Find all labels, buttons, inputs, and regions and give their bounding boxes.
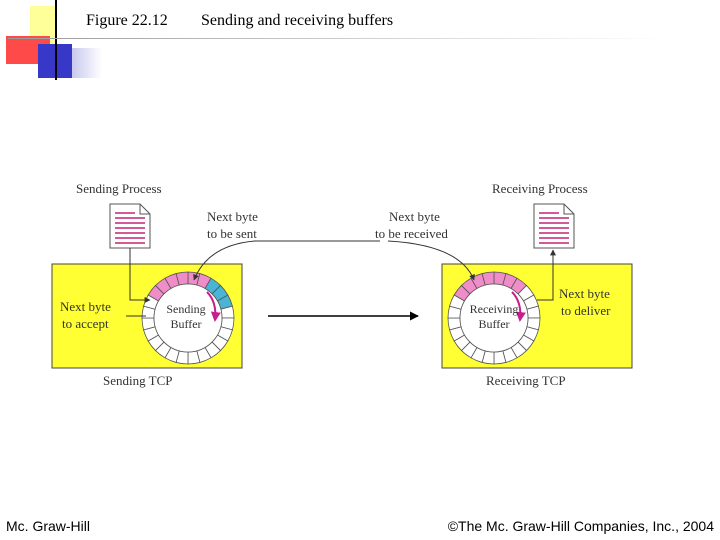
next-byte-sent-label-line2: to be sent [207,226,257,241]
receiving-buffer-ring [447,271,541,365]
receiving-tcp-label: Receiving TCP [486,373,566,388]
buffer-center [153,283,223,353]
next-byte-deliver-label-line1: Next byte [559,286,610,301]
next-byte-accept-label-line2: to accept [62,316,109,331]
next-byte-deliver-label-line2: to deliver [561,303,611,318]
decor-horizontal-line [8,38,668,39]
receiving-buffer-label-line2: Buffer [478,317,509,331]
buffer-center [459,283,529,353]
sending-buffer-ring [141,271,235,365]
next-byte-accept-label-line1: Next byte [60,299,111,314]
receiving-process-document-icon [533,203,575,249]
slide-title: Sending and receiving buffers [201,12,394,29]
sending-process-label: Sending Process [76,181,162,196]
next-byte-sent-label-line1: Next byte [207,209,258,224]
arrow-buffer-to-process [537,249,556,301]
arrow-next-byte-to-receive [387,240,475,281]
receiving-buffer-label-line1: Receiving [470,302,519,316]
sending-buffer-label-line2: Buffer [170,317,201,331]
next-byte-received-label-line1: Next byte [389,209,440,224]
sending-tcp-label: Sending TCP [103,373,172,388]
arrow-next-byte-to-send [193,240,256,281]
figure-label: Figure 22.12 [86,12,168,29]
receiving-process-label: Receiving Process [492,181,588,196]
footer-publisher: Mc. Graw-Hill [6,518,90,534]
footer-copyright: ©The Mc. Graw-Hill Companies, Inc., 2004 [447,518,714,534]
sending-process-document-icon [109,203,151,249]
decor-vertical-line [55,0,57,80]
decor-blue-fade [72,48,102,78]
sending-buffer-pointer-arrow [206,291,221,322]
arrow-process-to-buffer [129,248,151,303]
sending-buffer-label-line1: Sending [166,302,205,316]
next-byte-received-label-line2: to be received [375,226,448,241]
receiving-buffer-pointer-arrow [511,291,526,322]
